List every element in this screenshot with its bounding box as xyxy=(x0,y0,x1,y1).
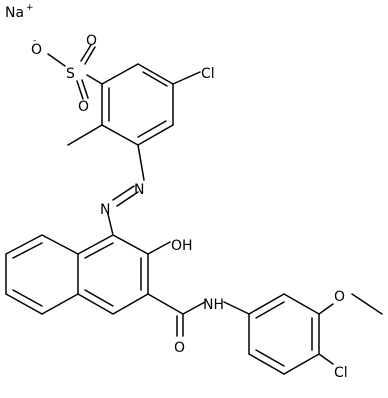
bond xyxy=(318,303,334,315)
bond xyxy=(5,234,43,255)
bond xyxy=(283,353,320,375)
bond xyxy=(182,301,206,315)
bond xyxy=(101,124,139,146)
sulfonyl-oxygen-top: O xyxy=(86,33,97,49)
bonds xyxy=(5,44,383,375)
chlorine-bottom-label: Cl xyxy=(334,365,348,381)
bond xyxy=(5,293,43,315)
bond xyxy=(137,144,145,181)
bond xyxy=(41,234,79,255)
bond xyxy=(81,79,89,99)
sulfur-label: S xyxy=(66,66,75,82)
bond xyxy=(137,120,167,138)
bond xyxy=(283,293,320,315)
sulfonate-oxygen-anion: O xyxy=(31,42,42,58)
sodium-label: Na xyxy=(5,5,24,21)
bond xyxy=(112,293,149,315)
bond xyxy=(12,289,43,307)
chlorine-top-label: Cl xyxy=(201,66,215,82)
bond xyxy=(248,293,285,315)
bond xyxy=(80,44,92,62)
sulfonyl-oxygen-bottom: O xyxy=(78,99,89,115)
bond xyxy=(255,349,285,367)
bond xyxy=(255,301,285,319)
atom-labels: Na + O O - S O Cl N N OH NH O O Cl xyxy=(5,3,348,381)
bond xyxy=(84,242,114,259)
bond xyxy=(112,185,135,201)
bond xyxy=(223,301,250,315)
bond xyxy=(107,213,114,236)
oxygen-negative-charge: - xyxy=(33,36,36,46)
bond xyxy=(84,289,114,307)
bond xyxy=(77,234,114,255)
bond xyxy=(248,353,285,375)
bond xyxy=(137,124,174,146)
hydroxy-label: OH xyxy=(171,238,193,254)
methoxy-oxygen-label: O xyxy=(334,289,345,305)
bond xyxy=(172,71,201,85)
bond xyxy=(76,80,84,100)
bond xyxy=(116,191,139,207)
bond xyxy=(351,293,383,315)
sodium-charge: + xyxy=(26,3,34,13)
azo-nitrogen-1: N xyxy=(134,182,144,198)
carbonyl-oxygen-label: O xyxy=(174,340,185,356)
bond xyxy=(137,63,174,85)
bond xyxy=(67,124,103,146)
bond xyxy=(112,234,149,255)
bond xyxy=(47,53,66,67)
amide-nh-label: NH xyxy=(203,297,224,313)
bond xyxy=(41,293,79,315)
bond xyxy=(77,293,114,315)
bond xyxy=(84,46,96,65)
azo-nitrogen-2: N xyxy=(100,202,110,218)
bond xyxy=(86,74,103,85)
bond xyxy=(147,241,171,255)
bond xyxy=(318,353,334,365)
bond xyxy=(147,293,184,315)
bond xyxy=(142,71,168,87)
bond xyxy=(12,242,43,259)
bond xyxy=(101,63,139,85)
